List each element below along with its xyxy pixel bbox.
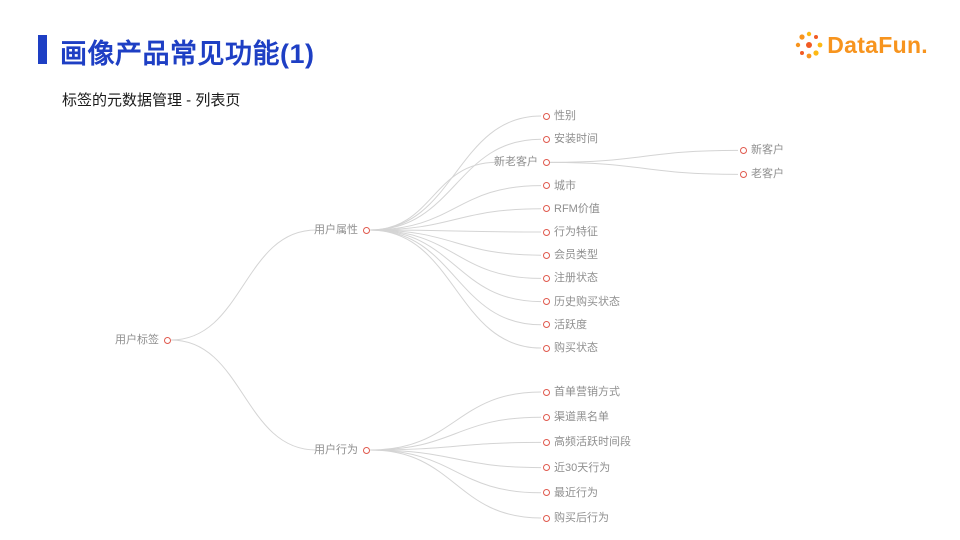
mindmap-edge [369, 416, 542, 451]
mindmap-branch-node[interactable]: 用户属性 [314, 224, 358, 236]
mindmap-edge [369, 229, 542, 349]
mindmap-edge [369, 449, 542, 519]
mindmap-leaf-node[interactable]: 注册状态 [554, 272, 598, 285]
mindmap-edge [369, 115, 542, 231]
mindmap-leaf-node[interactable]: 购买后行为 [554, 512, 609, 524]
node-circle-icon[interactable] [542, 438, 550, 446]
node-circle-icon[interactable] [542, 514, 550, 522]
node-circle-icon[interactable] [542, 205, 550, 213]
mindmap-edge [549, 161, 739, 175]
mindmap-edge [369, 441, 542, 451]
mindmap-edge [369, 161, 497, 231]
node-circle-icon[interactable] [542, 251, 550, 259]
node-circle-icon[interactable] [542, 228, 550, 236]
node-circle-icon[interactable] [542, 388, 550, 396]
mindmap-leaf-node[interactable]: 性别 [554, 110, 576, 122]
node-circle-icon[interactable] [739, 170, 747, 178]
mindmap-leaf-node[interactable]: 老客户 [751, 168, 784, 181]
mindmap-edge [369, 229, 542, 326]
mindmap-leaf-node[interactable]: 最近行为 [554, 486, 598, 499]
mindmap-leaf-node[interactable]: 渠道黑名单 [554, 411, 609, 424]
mindmap-branch-node[interactable]: 用户行为 [314, 444, 358, 456]
node-circle-icon[interactable] [542, 344, 550, 352]
page-title: 画像产品常见功能(1) [60, 39, 315, 69]
mindmap-edge [170, 229, 317, 341]
mindmap-leaf-node[interactable]: 近30天行为 [554, 461, 611, 474]
mindmap-edge [369, 449, 542, 469]
mindmap-leaf-node[interactable]: 高频活跃时间段 [554, 436, 631, 449]
mindmap-leaf-node[interactable]: 历史购买状态 [554, 295, 620, 308]
mindmap-edge [369, 229, 542, 233]
mindmap-leaf-node[interactable]: 安装时间 [554, 133, 598, 146]
slide-header: 画像产品常见功能(1) [38, 32, 315, 71]
mindmap-leaf-node[interactable]: 行为特征 [554, 226, 598, 238]
node-circle-icon[interactable] [542, 182, 550, 190]
node-circle-icon[interactable] [739, 146, 747, 154]
mindmap-leaf-node[interactable]: 新老客户 [494, 156, 538, 169]
node-circle-icon[interactable] [542, 112, 550, 120]
datafun-logo-burst-icon [796, 31, 823, 59]
node-circle-icon[interactable] [542, 298, 550, 306]
mindmap-edge [170, 339, 317, 451]
mindmap-edge [369, 229, 542, 279]
mindmap-leaf-node[interactable]: 城市 [554, 179, 576, 192]
mindmap-leaf-node[interactable]: 购买状态 [554, 342, 598, 354]
slide-subtitle: 标签的元数据管理 - 列表页 [62, 92, 241, 109]
mindmap-edge [369, 185, 542, 231]
mindmap-edge [369, 229, 542, 256]
node-circle-icon[interactable] [542, 489, 550, 497]
node-circle-icon[interactable] [163, 336, 171, 344]
mindmap-leaf-node[interactable]: RFM价值 [554, 202, 600, 215]
datafun-logo: DataFun. [794, 30, 928, 60]
node-circle-icon[interactable] [542, 274, 550, 282]
mindmap-leaf-node[interactable]: 会员类型 [554, 249, 598, 262]
datafun-logo-text: DataFun. [827, 31, 928, 58]
mindmap-edge [369, 138, 542, 231]
mindmap-edge [369, 208, 542, 231]
node-circle-icon[interactable] [542, 158, 550, 166]
mindmap-edge [369, 449, 542, 494]
mindmap-leaf-node[interactable]: 活跃度 [554, 318, 587, 331]
mindmap-leaf-node[interactable]: 新客户 [751, 144, 784, 157]
node-circle-icon[interactable] [542, 321, 550, 329]
mindmap-leaf-node[interactable]: 首单营销方式 [554, 386, 620, 398]
node-circle-icon[interactable] [542, 135, 550, 143]
mindmap-edge [369, 229, 542, 303]
node-circle-icon[interactable] [362, 226, 370, 234]
title-accent-bar [38, 35, 47, 64]
mindmap-edge [369, 391, 542, 451]
mindmap-root-node[interactable]: 用户标签 [115, 334, 159, 346]
node-circle-icon[interactable] [362, 446, 370, 454]
node-circle-icon[interactable] [542, 413, 550, 421]
node-circle-icon[interactable] [542, 464, 550, 472]
mindmap-edge [549, 149, 739, 163]
